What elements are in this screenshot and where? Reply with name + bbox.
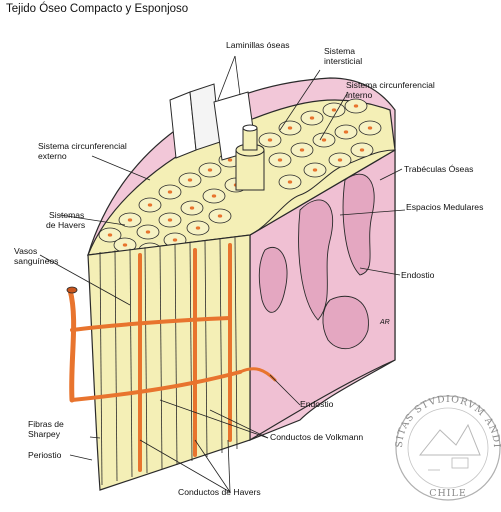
- haversian-canal: [187, 178, 193, 182]
- osteon-columns: [99, 237, 238, 486]
- medullary-space-1: [298, 199, 334, 321]
- osteon-column-line: [234, 237, 238, 450]
- haversian-canal: [267, 138, 273, 142]
- haversian-canal: [321, 138, 327, 142]
- label-circunferencial-externo-2: externo: [38, 151, 67, 161]
- haversian-canal: [359, 148, 365, 152]
- haversian-canal: [309, 116, 315, 120]
- medullary-space-2: [342, 173, 375, 276]
- label-conductos-volkmann: Conductos de Volkmann: [270, 432, 364, 442]
- artist-signature: AR: [380, 319, 390, 326]
- label-trabeculas-oseas: Trabéculas Óseas: [404, 164, 474, 174]
- compact-bone-front: [87, 234, 251, 491]
- haversian-canal: [287, 126, 293, 130]
- osteon-column-line: [114, 250, 118, 482]
- osteon-column-line: [219, 239, 223, 454]
- label-circunferencial-interno-2: interno: [346, 90, 373, 100]
- label-laminillas-oseas: Laminillas óseas: [226, 40, 290, 50]
- osteon-column-line: [189, 242, 193, 462]
- leader-lines: [39, 55, 406, 493]
- haversian-canal: [167, 190, 173, 194]
- haversian-canal: [227, 158, 233, 162]
- haversian-canal: [331, 108, 337, 112]
- haversian-canal: [122, 243, 128, 247]
- haversian-canal: [195, 226, 201, 230]
- label-circunferencial-interno-1: Sistema circunferencial: [346, 80, 435, 90]
- haversian-canal: [312, 168, 318, 172]
- label-fibras-1: Fibras de: [28, 419, 64, 429]
- haversian-cylinder: [235, 124, 265, 191]
- haversian-canal: [145, 230, 151, 234]
- label-vasos-1: Vasos: [14, 246, 38, 256]
- label-sistema-intersticial-1: Sistema: [324, 46, 356, 56]
- medullary-space-4: [322, 295, 369, 350]
- label-sistema-intersticial-2: intersticial: [324, 56, 363, 66]
- label-espacios-medulares: Espacios Medulares: [406, 202, 484, 212]
- haversian-canal: [367, 126, 373, 130]
- label-endostio-bottom: Endostio: [300, 399, 334, 409]
- label-circunferencial-externo-1: Sistema circunferencial: [38, 141, 127, 151]
- label-endostio-right: Endostio: [401, 270, 435, 280]
- label-periostio: Periostio: [28, 450, 62, 460]
- haversian-canal: [353, 104, 359, 108]
- haversian-canal: [107, 233, 113, 237]
- haversian-canal: [207, 168, 213, 172]
- haversian-canal: [211, 194, 217, 198]
- osteon-column-line: [99, 251, 103, 486]
- haversian-canal: [337, 158, 343, 162]
- haversian-canal: [172, 238, 178, 242]
- haversian-canal: [127, 218, 133, 222]
- medullary-space-3: [258, 247, 288, 313]
- label-conductos-havers: Conductos de Havers: [178, 487, 261, 497]
- haversian-canal: [167, 218, 173, 222]
- osteon-column-line: [159, 245, 163, 470]
- osteon-column-line: [129, 248, 133, 478]
- osteon-column-line: [144, 247, 148, 474]
- label-vasos-2: sanguíneos: [14, 256, 59, 266]
- lamella-plate-2: [189, 83, 221, 151]
- label-fibras-2: Sharpey: [28, 429, 61, 439]
- seal-bottom: CHILE: [429, 488, 467, 499]
- diagram-title: Tejido Óseo Compacto y Esponjoso: [6, 3, 189, 15]
- label-sistemas-havers-1: Sistemas: [49, 210, 85, 220]
- haversian-canal: [217, 214, 223, 218]
- haversian-canal: [277, 158, 283, 162]
- haversian-canal: [189, 206, 195, 210]
- osteon-column-line: [204, 240, 208, 458]
- osteon-column-line: [174, 243, 178, 466]
- vessel-cut-end: [66, 286, 78, 294]
- haversian-canal: [147, 203, 153, 207]
- haversian-canal: [343, 130, 349, 134]
- haversian-canal: [287, 180, 293, 184]
- haversian-canal: [299, 148, 305, 152]
- label-sistemas-havers-2: de Havers: [46, 220, 86, 230]
- blood-vessels: [67, 243, 277, 472]
